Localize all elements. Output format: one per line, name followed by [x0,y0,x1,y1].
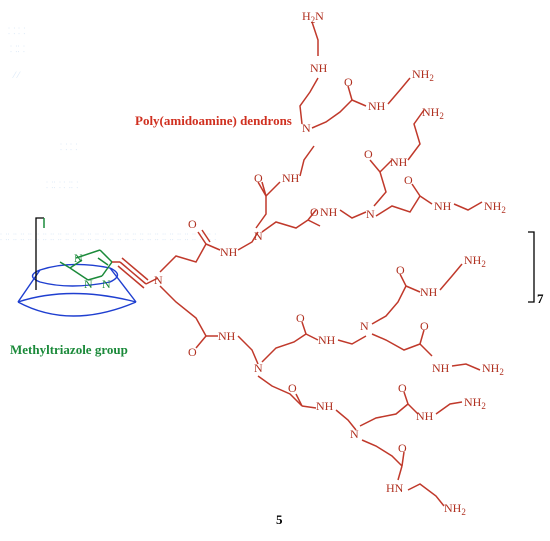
methyltriazole-ring: N N N [43,218,113,291]
svg-text:NH: NH [310,61,328,75]
svg-text:N: N [302,121,311,135]
triazole-n3: N [102,277,111,291]
triazole-label: Methyltriazole group [10,342,128,357]
svg-text:O: O [404,173,413,187]
svg-text:O: O [364,147,373,161]
svg-text:NH: NH [316,399,334,413]
svg-text:NH: NH [420,285,438,299]
core-nitrogen: N [154,273,163,287]
svg-text:NH: NH [368,99,386,113]
svg-text:O: O [344,75,353,89]
svg-text:O: O [310,205,319,219]
svg-text:O: O [398,381,407,395]
svg-text:⸬ ⸬: ⸬ ⸬ [8,26,25,36]
svg-text:NH: NH [416,409,434,423]
svg-text:O: O [420,319,429,333]
svg-text:NH2: NH2 [484,199,506,215]
svg-text:⁄ ⁄: ⁄ ⁄ [12,70,21,80]
left-bracket [35,217,44,290]
right-bracket [528,231,535,303]
svg-text:O: O [188,345,197,359]
svg-text:NH: NH [318,333,336,347]
repeat-subscript: 7 [537,291,544,306]
svg-text:NH2: NH2 [482,361,504,377]
svg-text:⸬⸬⸬⸬⸬⸬⸬⸬⸬⸬⸬⸬⸬⸬⸬⸬⸬⸬⸬⸬⸬⸬⸬⸬⸬⸬⸬⸬⸬: ⸬⸬⸬⸬⸬⸬⸬⸬⸬⸬⸬⸬⸬⸬⸬⸬⸬⸬⸬⸬⸬⸬⸬⸬⸬⸬⸬⸬⸬ [0,232,216,242]
compound-number: 5 [276,512,283,527]
dendron-label: Poly(amidoamine) dendrons [135,113,292,128]
svg-text:⸬⸬: ⸬⸬ [10,44,25,54]
svg-text:NH2: NH2 [422,105,444,121]
svg-text:N: N [350,427,359,441]
svg-text:NH2: NH2 [444,501,466,517]
svg-text:O: O [254,171,263,185]
svg-text:NH2: NH2 [412,67,434,83]
svg-text:O: O [296,311,305,325]
svg-text:NH: NH [432,361,450,375]
svg-text:⸬⸬ ⸬⸬: ⸬⸬ ⸬⸬ [46,180,78,190]
svg-text:NH: NH [218,329,236,343]
svg-text:NH: NH [220,245,238,259]
svg-text:NH: NH [282,171,300,185]
svg-text:N: N [360,319,369,333]
svg-text:H2N: H2N [302,9,324,25]
faint-artifacts: ⸬ ⸬ ⸬⸬ ⁄ ⁄ ⸬ ⸬ ⸬⸬ ⸬⸬ ⸬⸬⸬⸬⸬⸬⸬⸬⸬⸬⸬⸬⸬⸬⸬⸬⸬⸬⸬… [0,26,216,242]
svg-text:NH: NH [320,205,338,219]
svg-text:NH2: NH2 [464,395,486,411]
svg-text:N: N [254,361,263,375]
svg-text:O: O [398,441,407,455]
svg-text:HN: HN [386,481,404,495]
svg-text:O: O [396,263,405,277]
svg-text:N: N [254,229,263,243]
svg-text:O: O [288,381,297,395]
svg-text:O: O [188,217,197,231]
svg-text:N: N [366,207,375,221]
svg-text:NH: NH [390,155,408,169]
svg-text:NH: NH [434,199,452,213]
triazole-n2: N [84,277,93,291]
alkyne-linker: N [112,257,163,289]
lower-dendron: O NH N O NH N O NH NH2 O NH NH2 O NH N [159,253,504,517]
upper-dendron: O NH N O NH N NH O NH2 O NH NH2 O NH N N… [159,9,506,273]
triazole-n1: N [74,251,83,265]
svg-text:NH2: NH2 [464,253,486,269]
svg-text:⸬ ⸬: ⸬ ⸬ [60,142,77,152]
